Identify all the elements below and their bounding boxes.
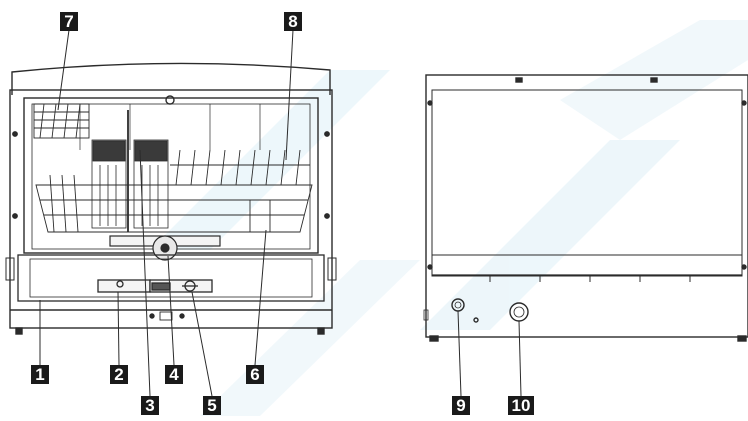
open-door: [17, 254, 325, 302]
closed-cabinet: [425, 74, 748, 338]
program-knob-shape: [509, 302, 529, 322]
callout-2: 2: [110, 365, 128, 384]
dishwasher-closed-view: [423, 74, 748, 342]
callout-9: 9: [452, 396, 470, 415]
callout-7: 7: [60, 12, 78, 31]
dishwasher-open-view: [5, 62, 337, 335]
spray-arm: [109, 235, 221, 261]
watermark: [150, 20, 748, 416]
callout-4: 4: [165, 365, 183, 384]
dish-rack: [35, 149, 313, 233]
callout-6: 6: [246, 365, 264, 384]
leader-lines-right: [457, 310, 522, 397]
callout-8: 8: [284, 12, 302, 31]
callout-5: 5: [203, 396, 221, 415]
callout-1: 1: [31, 365, 49, 384]
callout-3: 3: [141, 396, 159, 415]
callout-10: 10: [508, 396, 534, 415]
outer-cabinet: [9, 89, 333, 329]
top-panel: [11, 62, 331, 95]
cup-shelf: [33, 103, 90, 139]
leader-lines-left: [39, 29, 294, 397]
cutlery-basket: [91, 110, 169, 232]
